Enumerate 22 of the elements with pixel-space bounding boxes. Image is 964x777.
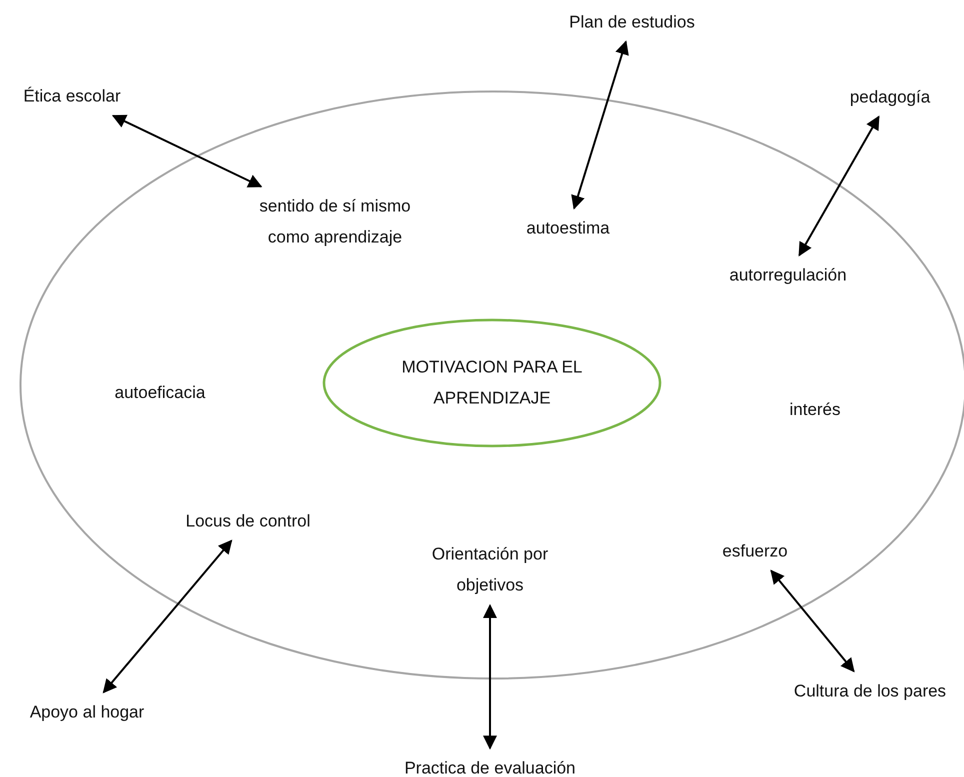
- factor-label: Ética escolar: [0, 80, 152, 112]
- double-arrow: [571, 40, 629, 210]
- concept-label: interés: [789, 400, 841, 420]
- concept-label: autoeficacia: [114, 383, 206, 403]
- double-arrow: [112, 114, 262, 188]
- factor-label: pedagogía: [830, 81, 950, 113]
- factor-label: Practica de evaluación: [380, 752, 600, 777]
- factor-label: Cultura de los pares: [765, 675, 964, 707]
- double-arrow: [483, 604, 497, 750]
- concept-label: esfuerzo: [700, 535, 810, 567]
- central-concept-text: MOTIVACION PARA EL APRENDIZAJE: [400, 356, 584, 410]
- concept-label: autorregulación: [703, 259, 873, 291]
- factor-label: Apoyo al hogar: [2, 696, 172, 728]
- concept-label: Orientación por objetivos: [405, 538, 575, 602]
- double-arrow: [102, 540, 232, 694]
- concept-label: Locus de control: [153, 505, 343, 537]
- double-arrow: [770, 570, 855, 672]
- concept-label: autoestima: [498, 212, 638, 244]
- factor-label: Plan de estudios: [532, 6, 732, 38]
- concept-label: sentido de sí mismo como aprendizaje: [240, 190, 430, 254]
- central-ellipse: [322, 318, 662, 448]
- double-arrow: [798, 116, 880, 256]
